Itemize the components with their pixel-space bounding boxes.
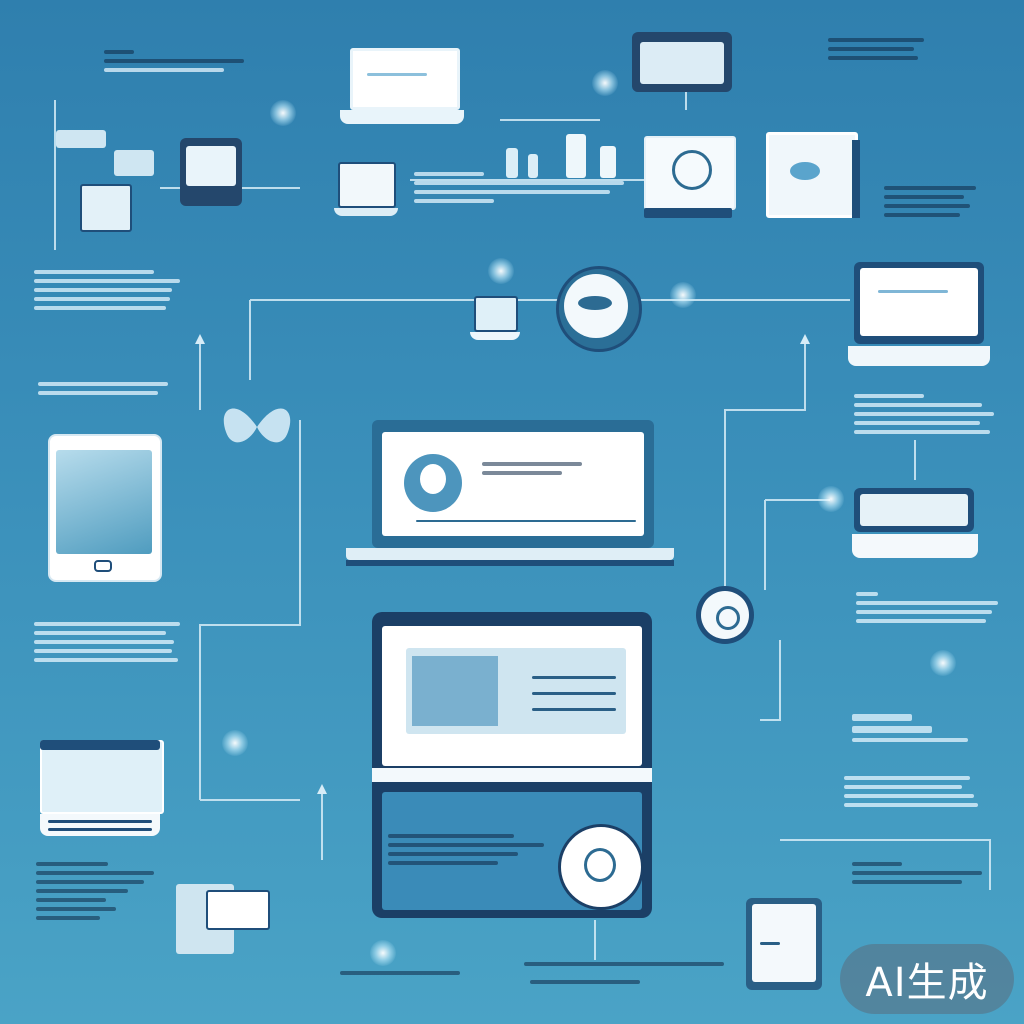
bottom-right-tablet [746,898,824,992]
center-hub-node [556,266,642,352]
text-block-top-center [414,172,628,203]
text-block-top-right [828,38,938,60]
glow-node [670,282,696,308]
center-large-monitor [372,612,652,918]
top-left-monitor [180,138,242,206]
butterfly-icon [212,392,302,462]
text-block-left-upper [34,270,184,310]
top-right-box-monitor [766,132,860,226]
glow-node [270,100,296,126]
text-block-right-bottom [844,776,980,807]
ai-generated-watermark: AI生成 [840,944,1014,1014]
left-tablet [48,434,162,582]
glow-node [222,730,248,756]
top-right-frame-panel [632,32,732,92]
text-block-bottom-center [340,962,724,984]
text-block-right-title [852,714,972,742]
top-monitor-gauge [644,136,736,220]
watermark-label: AI生成 [865,960,989,1006]
top-center-laptop [340,48,464,124]
bottom-left-server [176,884,270,964]
text-block-right-lower [856,592,1002,623]
text-block-left-lower [34,622,184,662]
right-gauge-node [696,586,758,648]
top-small-laptop [334,162,398,226]
glow-node [488,258,514,284]
text-block-left-middle [38,382,174,395]
text-block-right-upper [884,186,984,217]
glow-node [930,650,956,676]
glow-node [818,486,844,512]
center-router [470,296,520,342]
text-block-center-lower [388,834,548,865]
top-left-dashboard-panel [56,130,156,240]
top-building-icons [500,132,626,182]
text-block-top-left [104,50,254,72]
center-laptop [346,420,674,570]
bottom-left-monitor [40,740,164,838]
glow-node [370,940,396,966]
text-block-right-bottom-title [852,862,1002,884]
right-mid-laptop [852,488,978,562]
text-block-right-middle [854,394,1000,434]
glow-node [592,70,618,96]
text-block-left-bottom [36,862,160,920]
right-top-laptop [848,262,990,368]
